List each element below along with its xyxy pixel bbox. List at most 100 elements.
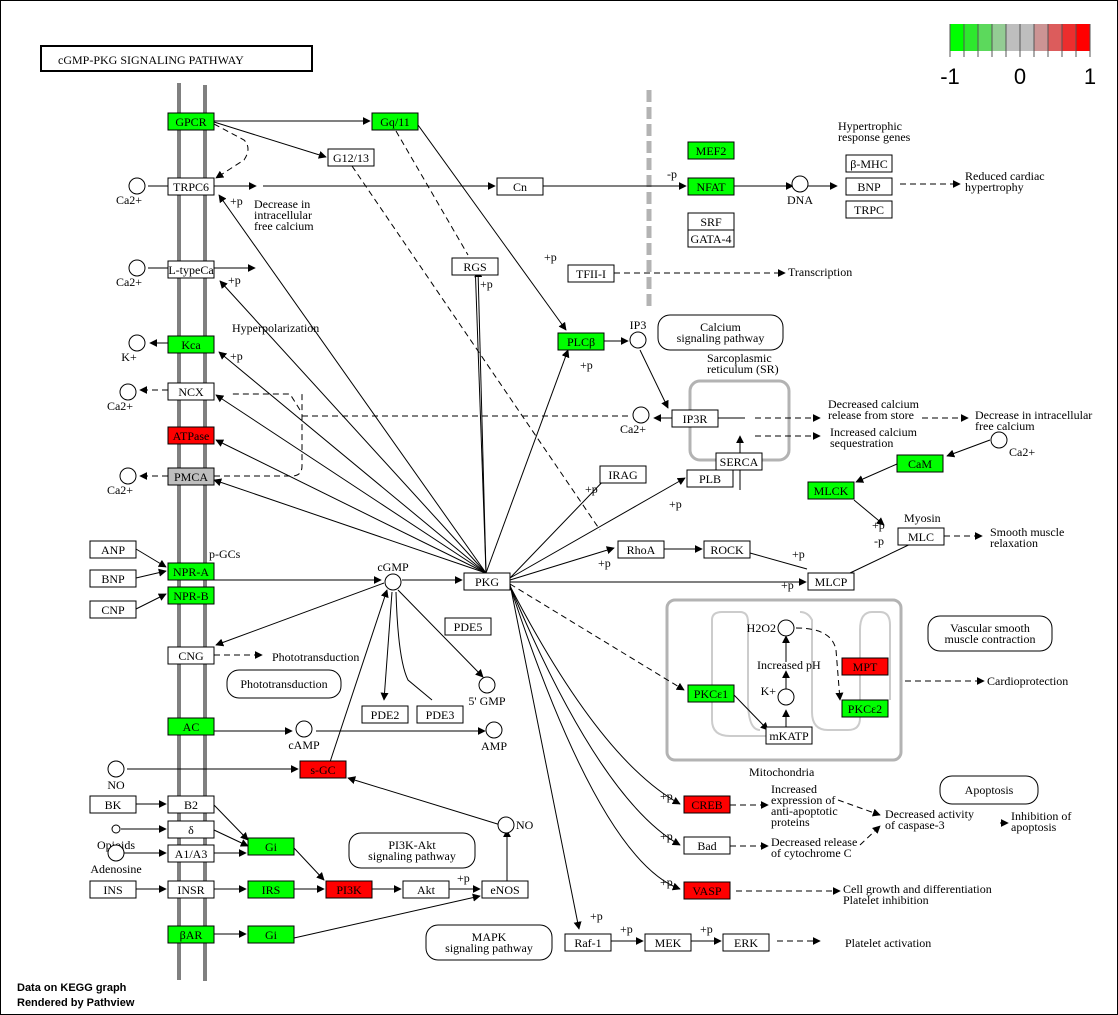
gene-node-mef2[interactable]: MEF2 xyxy=(687,141,735,160)
gene-node-cnp[interactable]: CNP xyxy=(89,600,137,619)
compound-cgmp[interactable]: cGMP xyxy=(377,560,409,591)
gene-node-pkg[interactable]: PKG xyxy=(463,572,511,591)
gene-node-gpcr[interactable]: GPCR xyxy=(167,112,215,131)
gene-node-bmhc[interactable]: β-MHC xyxy=(845,154,893,173)
gene-node-serca[interactable]: SERCA xyxy=(715,452,763,471)
gene-node-enos[interactable]: eNOS xyxy=(481,880,529,899)
gene-node-trpc6[interactable]: TRPC6 xyxy=(167,177,215,196)
gene-node-bnp2[interactable]: BNP xyxy=(845,177,893,196)
pathway-link-apoptosis[interactable]: Apoptosis xyxy=(939,775,1039,805)
compound-k[interactable]: K+ xyxy=(121,334,146,364)
gene-node-plcb[interactable]: PLCβ xyxy=(557,332,605,351)
edge xyxy=(509,585,681,891)
gene-node-delta[interactable]: δ xyxy=(167,820,215,839)
gene-node-pde3[interactable]: PDE3 xyxy=(416,705,464,724)
gene-node-irs[interactable]: IRS xyxy=(247,880,295,899)
compound-casr[interactable]: Ca2+ xyxy=(620,406,650,436)
gene-node-label: IP3R xyxy=(683,412,708,426)
gene-node-gi2[interactable]: Gi xyxy=(247,925,295,944)
compound-no1[interactable]: NO xyxy=(107,760,125,792)
gene-node-cam[interactable]: CaM xyxy=(896,454,944,473)
gene-node-ltypeca[interactable]: L-typeCa xyxy=(167,260,215,279)
gene-node-srf[interactable]: SRF xyxy=(687,212,735,231)
gene-node-akt[interactable]: Akt xyxy=(402,880,450,899)
gene-node-gq11[interactable]: Gq/11 xyxy=(371,112,419,131)
gene-node-rock[interactable]: ROCK xyxy=(703,540,751,559)
edge xyxy=(509,583,685,691)
modification-label: +p xyxy=(792,547,805,561)
gene-node-bar[interactable]: βAR xyxy=(167,925,215,944)
compound-car[interactable]: Ca2+ xyxy=(990,431,1035,459)
gene-node-nprb[interactable]: NPR-B xyxy=(167,586,215,605)
gene-node-creb[interactable]: CREB xyxy=(683,795,731,814)
compound-ca4[interactable]: Ca2+ xyxy=(107,467,137,497)
gene-node-gi1[interactable]: Gi xyxy=(247,837,295,856)
gene-node-vasp[interactable]: VASP xyxy=(683,881,731,900)
gene-node-b2[interactable]: B2 xyxy=(167,795,215,814)
gene-node-ip3r[interactable]: IP3R xyxy=(671,409,719,428)
gene-node-atpase[interactable]: ATPase xyxy=(167,426,215,445)
gene-node-anp[interactable]: ANP xyxy=(89,540,137,559)
gene-node-sgc[interactable]: s-GC xyxy=(299,760,347,779)
compound-ca2[interactable]: Ca2+ xyxy=(116,259,146,289)
gene-node-mlcp[interactable]: MLCP xyxy=(807,572,855,591)
gene-node-label: B2 xyxy=(184,798,198,812)
gene-node-pi3k[interactable]: PI3K xyxy=(325,880,373,899)
pathway-link-photo[interactable]: Phototransduction xyxy=(226,669,342,699)
gene-node-mpt[interactable]: MPT xyxy=(841,657,889,676)
modification-label: +p xyxy=(544,250,557,264)
gene-node-cng[interactable]: CNG xyxy=(167,646,215,665)
gene-node-kca[interactable]: Kca xyxy=(167,335,215,354)
gene-node-irag[interactable]: IRAG xyxy=(599,465,647,484)
gene-node-ac[interactable]: AC xyxy=(167,717,215,736)
gene-node-ins[interactable]: INS xyxy=(89,880,137,899)
compound-ip3[interactable]: IP3 xyxy=(629,318,647,349)
gene-node-cn[interactable]: Cn xyxy=(496,177,544,196)
gene-node-tfiii[interactable]: TFII-I xyxy=(567,264,615,283)
modification-label: +p xyxy=(230,194,243,208)
title-box: cGMP-PKG SIGNALING PATHWAY xyxy=(40,45,313,72)
gene-node-nfat[interactable]: NFAT xyxy=(687,177,735,196)
gene-node-pde2[interactable]: PDE2 xyxy=(361,705,409,724)
compound-h2o2[interactable]: H2O2 xyxy=(747,619,795,637)
compound-gmp5[interactable]: 5' GMP xyxy=(468,676,506,708)
gene-node-bad[interactable]: Bad xyxy=(683,836,731,855)
gene-node-label: Akt xyxy=(417,883,436,897)
compound-dna[interactable]: DNA xyxy=(787,175,813,207)
gene-node-mlc[interactable]: MLC xyxy=(897,527,945,546)
gene-node-trpc[interactable]: TRPC xyxy=(845,200,893,219)
gene-node-mek[interactable]: MEK xyxy=(644,933,692,952)
compound-camp[interactable]: cAMP xyxy=(288,720,320,752)
compound-ca1[interactable]: Ca2+ xyxy=(116,177,146,207)
gene-node-bk[interactable]: BK xyxy=(89,795,137,814)
gene-node-rgs[interactable]: RGS xyxy=(451,257,499,276)
compound-amp[interactable]: AMP xyxy=(481,721,507,753)
gene-node-erk[interactable]: ERK xyxy=(722,933,770,952)
gene-node-npra[interactable]: NPR-A xyxy=(167,562,215,581)
gene-node-plb[interactable]: PLB xyxy=(686,469,734,488)
gene-node-mkatp[interactable]: mKATP xyxy=(765,726,813,745)
gene-node-insr[interactable]: INSR xyxy=(167,880,215,899)
gene-node-rhoa[interactable]: RhoA xyxy=(617,540,665,559)
gene-node-pde5[interactable]: PDE5 xyxy=(444,617,492,636)
gene-node-g1213[interactable]: G12/13 xyxy=(327,148,375,167)
gene-node-pkce2[interactable]: PKCε2 xyxy=(841,699,889,718)
gene-node-label: NFAT xyxy=(696,180,726,194)
gene-node-pkce1[interactable]: PKCε1 xyxy=(687,684,735,703)
compound-ca3[interactable]: Ca2+ xyxy=(107,383,137,413)
gene-node-ncx[interactable]: NCX xyxy=(167,382,215,401)
gene-node-pmca[interactable]: PMCA xyxy=(167,467,215,486)
compound-adenosine[interactable]: Adenosine xyxy=(90,844,142,876)
gene-node-bnp[interactable]: BNP xyxy=(89,569,137,588)
gene-node-raf1[interactable]: Raf-1 xyxy=(564,933,612,952)
gene-node-mlck[interactable]: MLCK xyxy=(807,481,855,500)
compound-kmito[interactable]: K+ xyxy=(761,684,795,706)
gene-node-gata4[interactable]: GATA-4 xyxy=(687,229,735,248)
compound-no2[interactable]: NO xyxy=(497,816,534,834)
gene-node-a1a3[interactable]: A1/A3 xyxy=(167,844,215,863)
